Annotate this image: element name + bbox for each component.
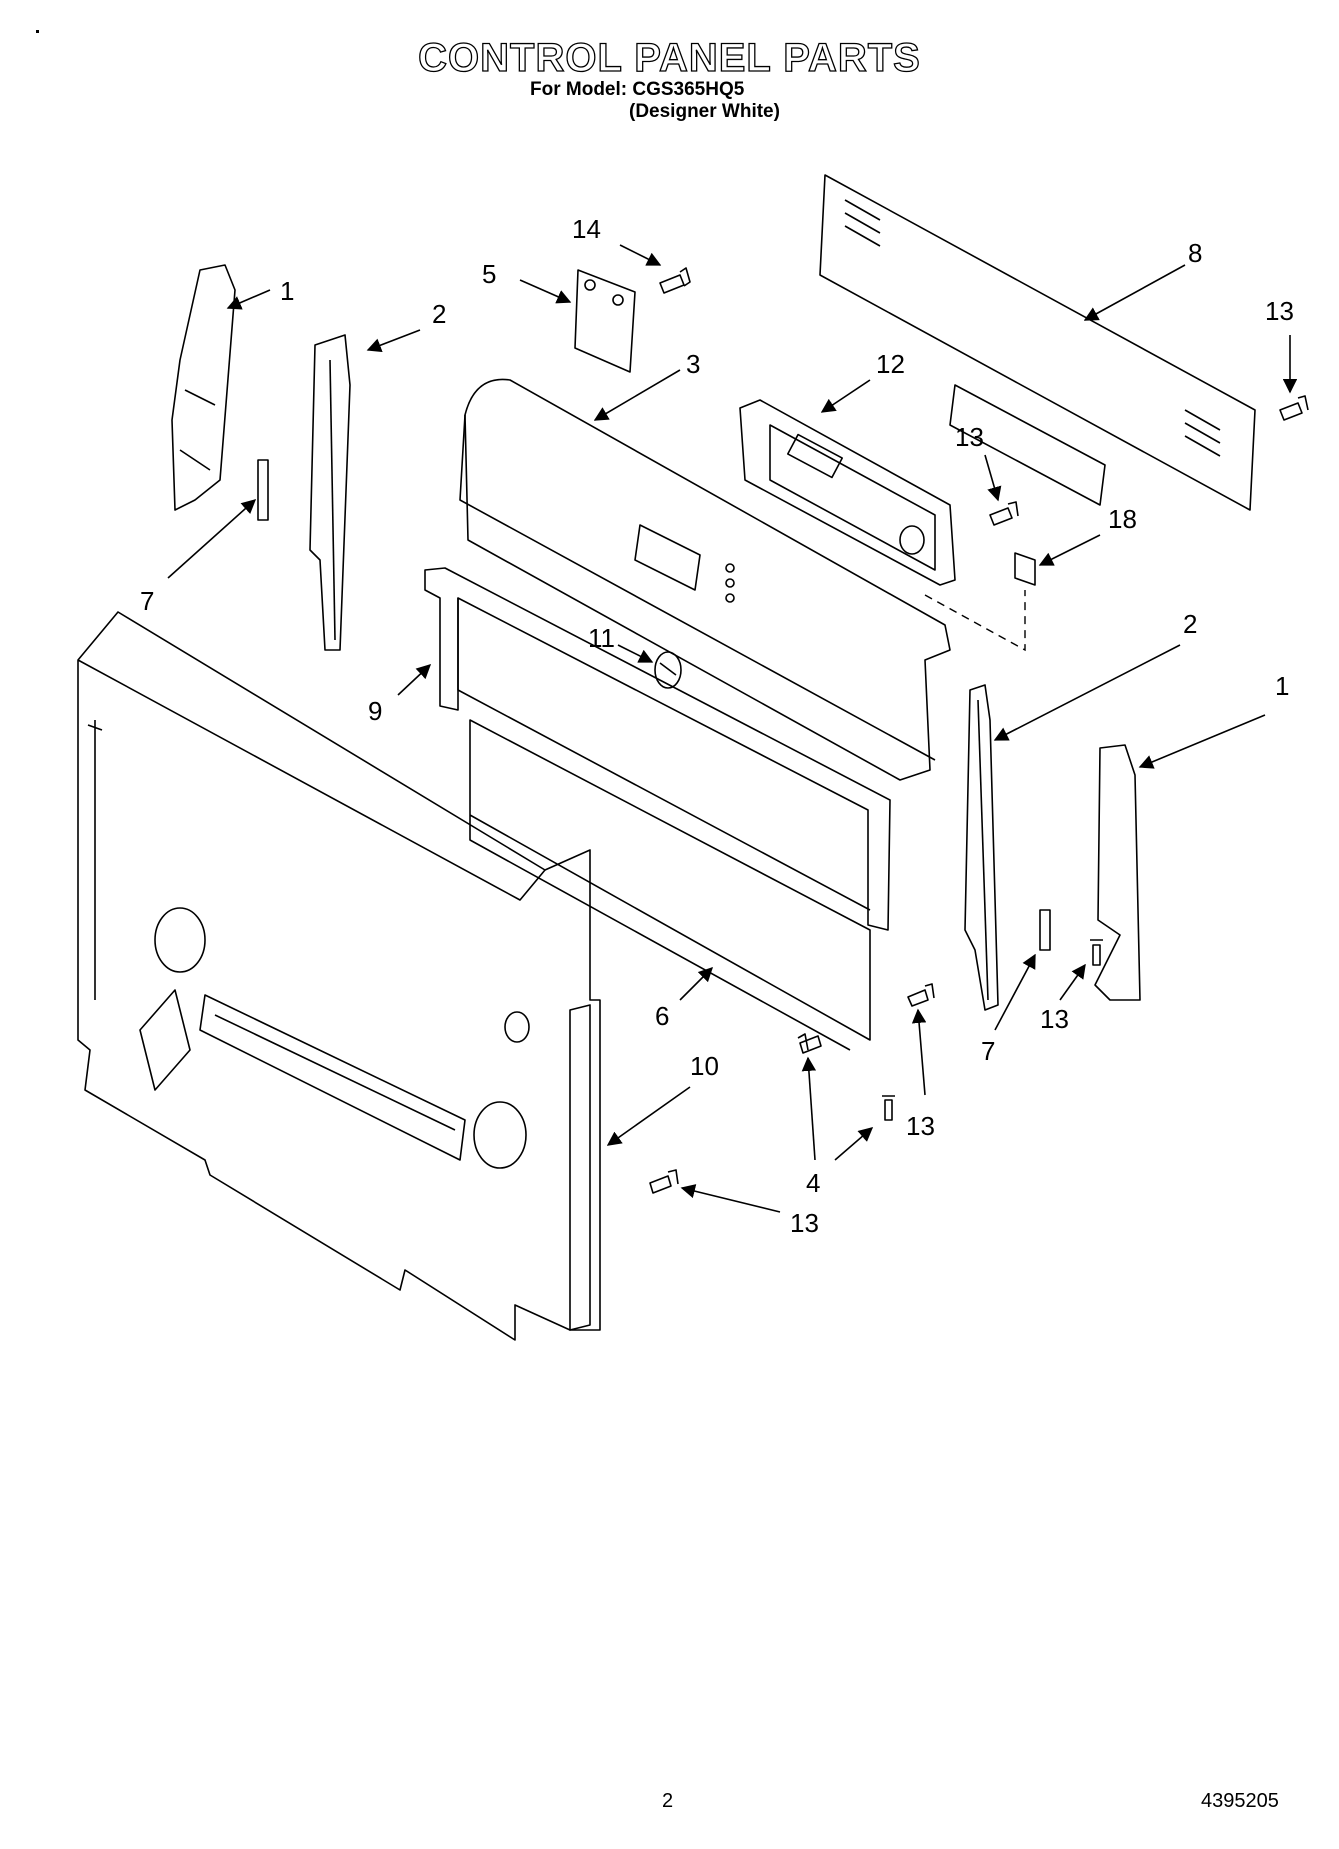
part-1-right-endcap — [1094, 744, 1141, 1001]
callout-13-top-right: 13 — [1265, 296, 1294, 326]
leader-1-right — [1138, 714, 1266, 769]
part-11-knob — [654, 651, 682, 689]
scan-dot — [36, 30, 39, 33]
screw-4-right — [882, 1095, 895, 1121]
leader-13-lower-mid — [911, 1008, 927, 1096]
part-18-switch — [1014, 552, 1036, 586]
part-6-panel — [469, 719, 871, 1051]
screw-13-control — [989, 501, 1019, 526]
callout-13-right-endcap: 13 — [1040, 1004, 1069, 1034]
callout-9: 9 — [368, 696, 382, 726]
callout-3: 3 — [686, 349, 700, 379]
leader-13-right-endcap — [1059, 963, 1086, 1001]
leader-9 — [397, 664, 432, 696]
callout-2-right: 2 — [1183, 609, 1197, 639]
callout-11: 11 — [588, 623, 615, 653]
callout-7-left: 7 — [140, 586, 154, 616]
callout-10: 10 — [690, 1051, 719, 1081]
part-10-lower-panel — [77, 611, 601, 1341]
part-8-rear-panel — [819, 174, 1256, 511]
callout-18: 18 — [1108, 504, 1137, 534]
leader-7-right — [994, 953, 1036, 1031]
leader-8 — [1083, 264, 1186, 321]
part-9-frame — [424, 567, 891, 931]
leader-12 — [820, 379, 871, 413]
leader-1-left — [226, 289, 271, 310]
screw-4-left — [797, 1033, 822, 1054]
leader-5 — [519, 279, 572, 304]
callout-14: 14 — [572, 214, 601, 244]
callout-13-control: 13 — [955, 422, 984, 452]
part-7-left-clip — [257, 459, 269, 521]
page-number: 2 — [662, 1790, 674, 1812]
part-2-right-bracket — [964, 684, 999, 1011]
leader-6 — [679, 966, 714, 1001]
screw-14 — [659, 267, 691, 294]
leader-13-control — [984, 454, 1002, 502]
callout-12: 12 — [876, 349, 905, 379]
callout-6: 6 — [655, 1001, 669, 1031]
callout-2-left: 2 — [432, 299, 446, 329]
document-number: 4395205 — [1201, 1790, 1279, 1812]
screw-13-lower-left — [649, 1169, 679, 1194]
callout-1-right: 1 — [1275, 671, 1289, 701]
model-color: (Designer White) — [629, 101, 780, 122]
screw-13-right-endcap — [1090, 939, 1103, 966]
callout-1-left: 1 — [280, 276, 294, 306]
leader-4-right — [834, 1127, 874, 1161]
screw-13-top-right — [1279, 395, 1309, 421]
switch-wire-dashed — [924, 590, 1026, 652]
leader-18 — [1038, 534, 1101, 566]
leader-3 — [593, 369, 681, 421]
leader-4-left — [801, 1056, 817, 1161]
page-title: CONTROL PANEL PARTS — [417, 35, 921, 80]
part-1-left-endcap — [171, 264, 236, 511]
callout-4: 4 — [806, 1168, 820, 1198]
leader-2-right — [993, 644, 1181, 741]
callout-5: 5 — [482, 259, 496, 289]
part-7-right-clip — [1039, 909, 1051, 951]
part-3-control-panel — [459, 378, 951, 781]
leader-2-left — [366, 329, 421, 353]
leader-10 — [606, 1086, 691, 1146]
part-2-left-bracket — [309, 334, 351, 651]
part-12-electronic-control — [739, 399, 956, 586]
leader-7-left — [167, 499, 257, 579]
model-number: For Model: CGS365HQ5 — [530, 79, 745, 100]
part-5-bracket — [574, 269, 636, 373]
leader-14 — [619, 244, 662, 266]
callout-13-lower-mid: 13 — [906, 1111, 935, 1141]
screw-13-lower-mid — [907, 983, 935, 1007]
leader-11 — [617, 644, 654, 663]
callout-7-right: 7 — [981, 1036, 995, 1066]
leader-13-lower-left — [680, 1184, 781, 1213]
callout-8: 8 — [1188, 238, 1202, 268]
callout-13-lower-left: 13 — [790, 1208, 819, 1238]
